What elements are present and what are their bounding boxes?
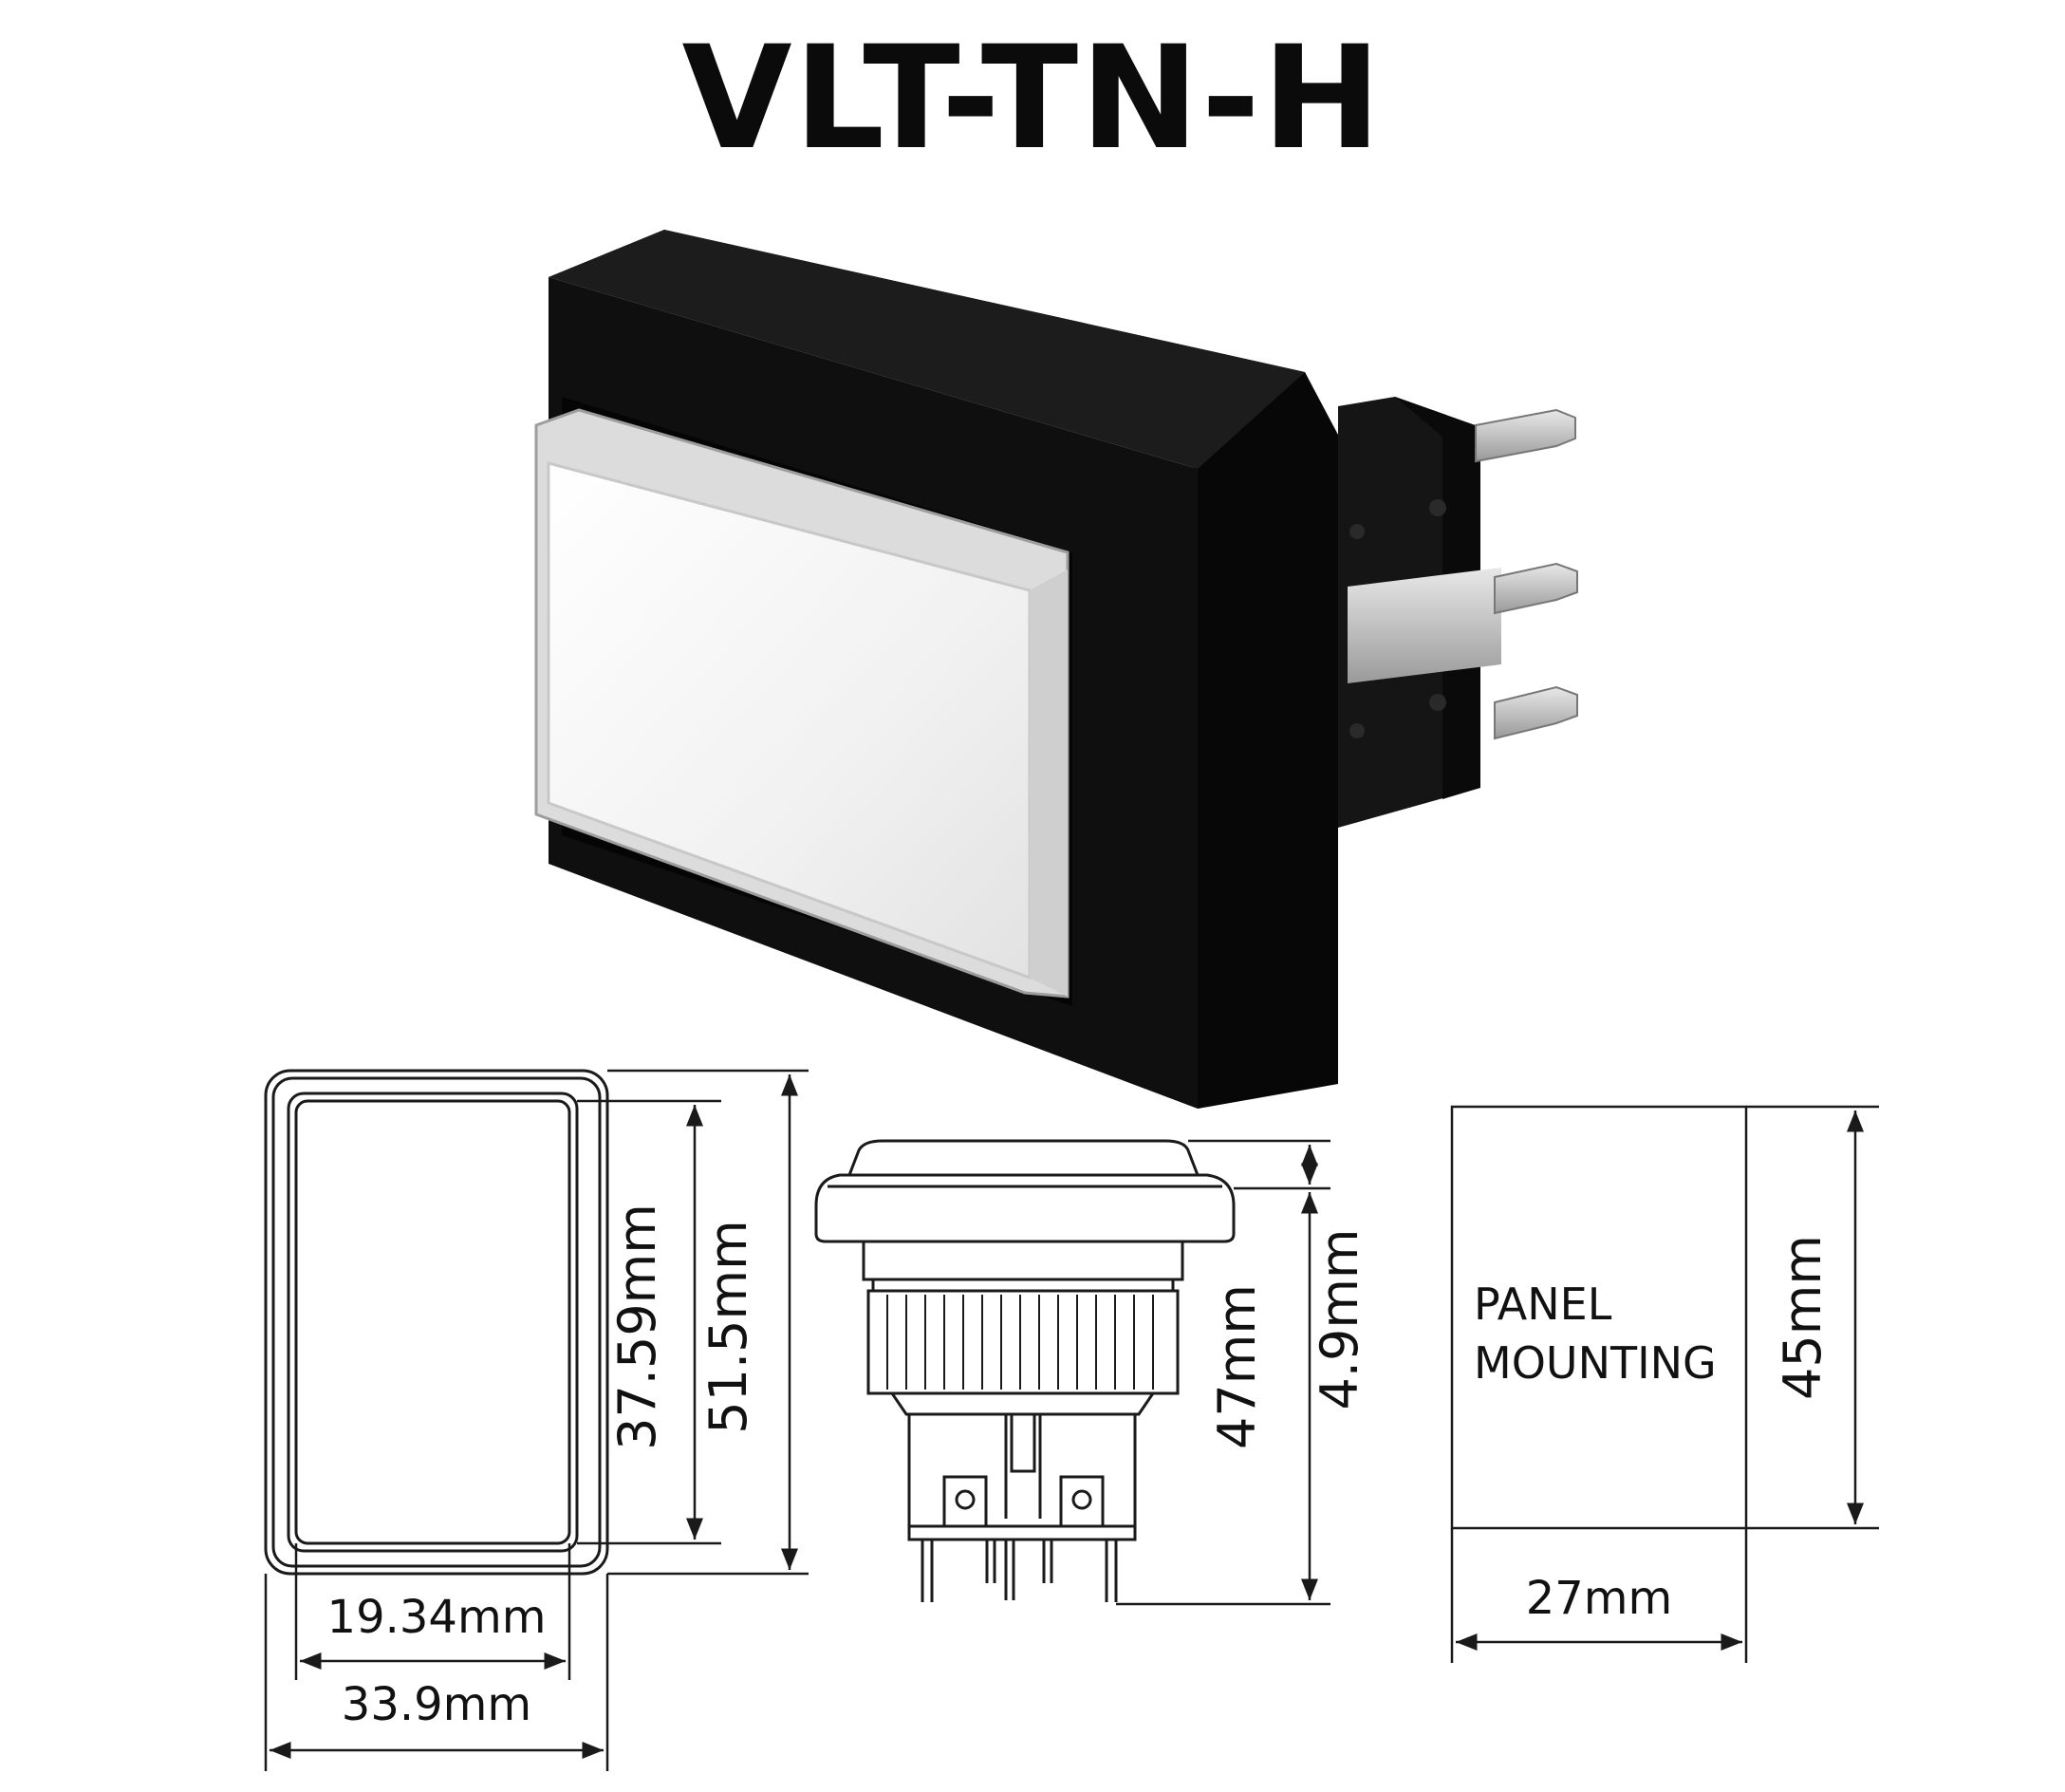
metal-bracket	[1348, 568, 1501, 683]
dim-front-outer-width: 33.9mm	[342, 1678, 531, 1731]
dim-side-bezel-height: 4.9mm	[1310, 1228, 1369, 1409]
terminals	[1475, 408, 1578, 740]
product-illustration	[534, 230, 1578, 1109]
side-knurled-nut	[866, 1289, 1180, 1395]
side-dimension-lines	[1116, 1139, 1330, 1606]
panel-label-line1: PANEL	[1474, 1279, 1612, 1330]
dim-front-inner-height: 37.59mm	[607, 1204, 667, 1450]
dim-front-inner-width: 19.34mm	[327, 1591, 547, 1644]
side-bezel	[814, 1173, 1236, 1243]
front-dimension-lines	[264, 1069, 809, 1771]
front-inner-outline	[287, 1092, 579, 1553]
front-outer-outline	[264, 1069, 609, 1576]
side-view	[814, 1139, 1236, 1602]
panel-label-line2: MOUNTING	[1474, 1337, 1717, 1389]
panel-cutout-outline	[1450, 1105, 1748, 1530]
panel-cutout	[1450, 1105, 1879, 1663]
side-lens-dome	[846, 1139, 1200, 1177]
front-view	[264, 1069, 609, 1576]
dim-panel-height: 45mm	[1773, 1235, 1832, 1400]
dim-panel-width: 27mm	[1526, 1572, 1673, 1625]
dim-front-outer-height: 51.5mm	[698, 1220, 758, 1433]
product-title: VLT-TN-H	[681, 16, 1384, 181]
dim-side-total-height: 47mm	[1207, 1284, 1267, 1449]
